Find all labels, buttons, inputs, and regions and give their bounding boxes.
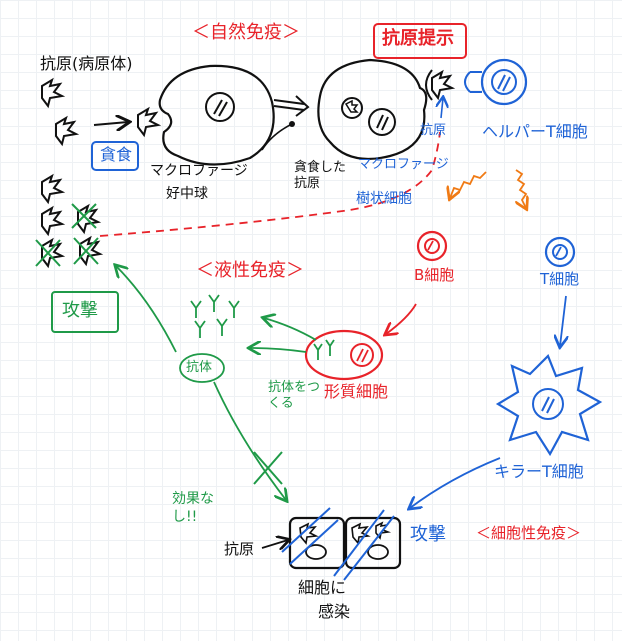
pointer-line: [261, 123, 293, 151]
presented-antigen: [431, 69, 456, 101]
antigen-short-label: 抗原: [420, 123, 447, 138]
dendritic-cell-label: 樹状細胞: [356, 191, 412, 207]
phagocytosis-label: 貪食: [100, 145, 133, 164]
antigen-cluster-top: [41, 77, 80, 147]
digested-antigen-vesicle: [341, 97, 363, 119]
b-cell: [416, 230, 448, 262]
digested-antigen-label: 貪食した抗原: [294, 160, 347, 191]
helper-t-cell: [464, 58, 528, 106]
killer-t-label: キラーT細胞: [494, 462, 584, 481]
plasma-cell-shape: [304, 329, 384, 381]
attack-label-left: 攻撃: [62, 300, 98, 321]
macrophage-2-label: マクロファージ: [358, 157, 449, 172]
antigen-to-cell-arrow: [261, 540, 288, 548]
make-antibody-label: 抗体をつくる: [268, 380, 321, 411]
b-cell-label: B細胞: [414, 266, 455, 284]
complex-to-antigen-arrow: [116, 266, 177, 353]
t-cell: [544, 236, 576, 268]
transition-arrow: [273, 95, 310, 117]
killer-t-cell-shape: [495, 354, 603, 457]
phagocytosis-box-border: [91, 141, 139, 171]
attack-box-border: [51, 291, 119, 333]
antigen-being-eaten: [137, 106, 162, 138]
humoral-immunity-title: ＜液性免疫＞: [196, 260, 304, 281]
no-effect-label: 効果なし!!: [172, 491, 214, 526]
antigen-crossed-marks: [35, 203, 99, 267]
macrophage-cell: [158, 64, 275, 166]
macrophage-2-nucleus: [368, 108, 396, 136]
blocked-cross: [253, 451, 283, 485]
phagocytosis-arrow: [93, 122, 128, 125]
antibody-group: [190, 294, 240, 338]
antigen-presentation-label: 抗原提示: [382, 28, 454, 49]
macrophage-label: マクロファージ: [150, 163, 248, 179]
innate-immunity-title: ＜自然免疫＞: [192, 22, 300, 43]
killer-to-cell-arrow: [410, 457, 501, 508]
killer-t-nucleus: [532, 388, 564, 420]
attack-label-right: 攻撃: [410, 524, 446, 545]
plasma-cell-label: 形質細胞: [324, 382, 389, 401]
antigen-pathogen-label: 抗原(病原体): [40, 54, 133, 73]
b-to-plasma-arrow: [386, 303, 417, 334]
cellular-immunity-title: ＜細胞性免疫＞: [476, 524, 582, 542]
plasma-to-antibody-arrow-2: [250, 348, 307, 352]
dashed-link: [99, 131, 441, 237]
antibody-complex-label: 抗体: [186, 360, 213, 375]
helper-to-b-arrow: [450, 171, 487, 198]
receptor-cup: [425, 69, 433, 101]
antigen-up-arrow: [441, 98, 443, 119]
helper-to-t-arrow: [516, 169, 526, 208]
complex-down-line: [213, 381, 286, 500]
plasma-cell-antibodies: [313, 339, 335, 360]
presentation-box-border: [373, 23, 467, 59]
macrophage-presenting-cell: [317, 58, 428, 160]
infected-cell-left: [288, 516, 346, 570]
neutrophil-label: 好中球: [166, 186, 208, 202]
t-to-killer-arrow: [560, 295, 566, 346]
macrophage-nucleus: [205, 92, 235, 122]
antibody-complex-bubble: [179, 353, 225, 383]
antigen-cluster-mid: [41, 173, 104, 269]
cell-death-label-2: 感染: [318, 602, 351, 621]
cell-death-label-1: 細胞に: [298, 578, 347, 597]
antigen-bottom-label: 抗原: [224, 540, 255, 558]
t-cell-label: T細胞: [540, 270, 580, 288]
plasma-to-antibody-arrow-1: [264, 318, 317, 341]
helper-t-label: ヘルパーT細胞: [482, 122, 588, 141]
